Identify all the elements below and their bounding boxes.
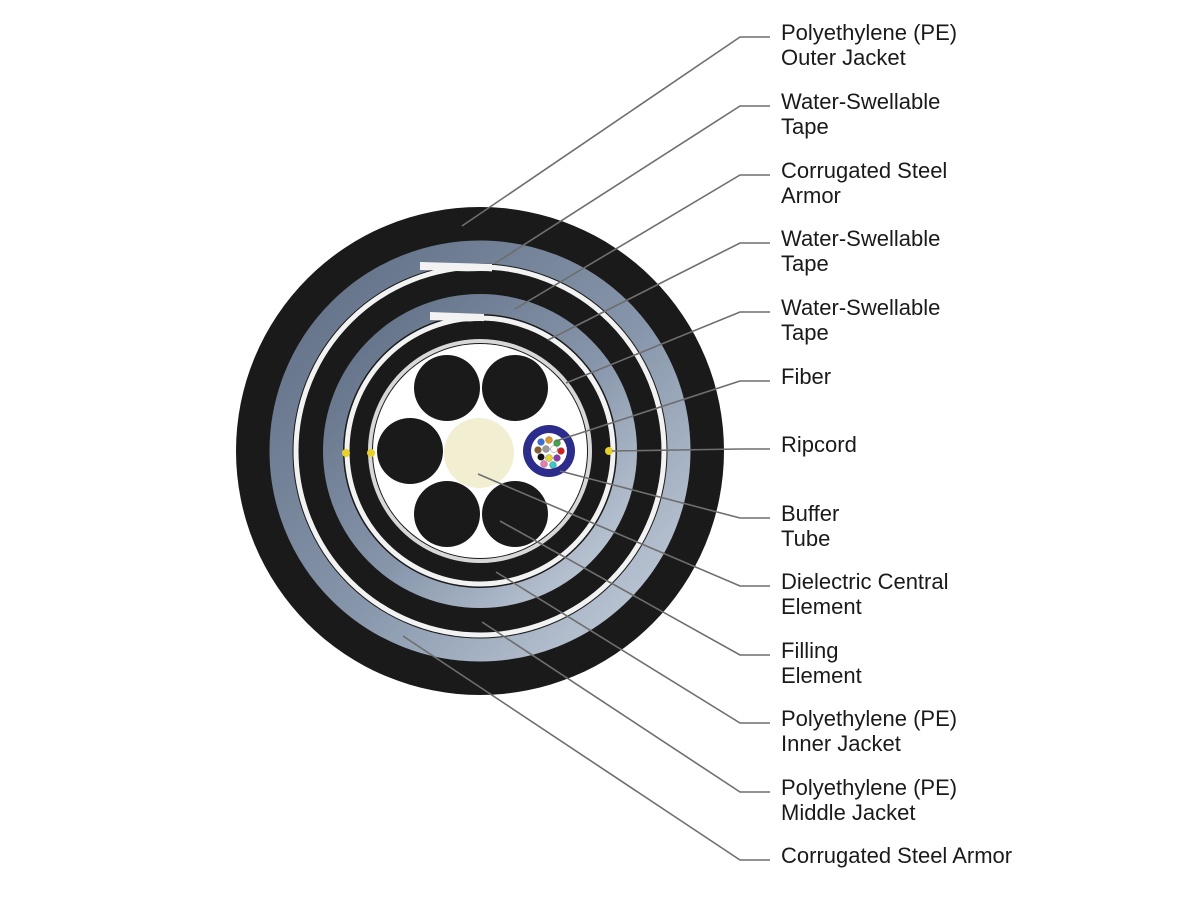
pe-inner-jacket-ring (350, 321, 610, 581)
fiber-strand-5 (542, 445, 550, 453)
fiber-strand-12 (549, 461, 557, 469)
filling-element-4 (414, 481, 480, 547)
filling-element-1 (414, 355, 480, 421)
ripcord-right (605, 447, 613, 455)
label-pe-inner-jacket: Polyethylene (PE)Inner Jacket (781, 706, 958, 756)
fiber-strand-2 (545, 436, 553, 444)
leader-line-pe-middle-jacket (481, 621, 770, 793)
filling-element-2 (482, 355, 548, 421)
label-pe-middle-jacket: Polyethylene (PE)Middle Jacket (781, 775, 958, 825)
tape-overlap-flap-outer (420, 262, 492, 272)
corrugated-steel-armor-outer-ring (269, 240, 691, 662)
leader-line-pe-inner-jacket (495, 571, 770, 724)
fiber-strand-11 (540, 460, 548, 468)
fiber-strand-4 (534, 446, 542, 454)
leader-line-fiber (555, 380, 770, 442)
label-fiber: Fiber (781, 364, 832, 389)
fiber-strand-1 (537, 438, 545, 446)
fiber-strand-9 (545, 454, 553, 462)
leader-line-water-swellable-tape-2 (547, 242, 770, 341)
fiber-strand-6 (550, 445, 558, 453)
leader-line-water-swellable-tape-3 (565, 311, 770, 384)
label-pe-outer-jacket: Polyethylene (PE)Outer Jacket (781, 20, 958, 70)
leader-line-corrugated-steel-armor-outer (402, 635, 770, 861)
dielectric-central-element (444, 418, 514, 488)
fiber-strand-3 (553, 439, 561, 447)
leader-line-ripcord (611, 448, 770, 452)
fiber-strand-8 (537, 453, 545, 461)
fiber-strand-7 (557, 447, 565, 455)
leader-line-filling-element (499, 520, 770, 656)
leader-line-water-swellable-tape-1 (493, 105, 770, 265)
tape-overlap-flap-inner (430, 312, 484, 322)
fiber-strand-10 (553, 454, 561, 462)
label-corrugated-steel-armor-outer: Corrugated Steel Armor (781, 843, 1013, 868)
label-ripcord: Ripcord (781, 432, 857, 457)
filling-element-5 (482, 481, 548, 547)
leader-line-buffer-tube (559, 470, 770, 519)
ripcord-left-inner (367, 449, 375, 457)
leader-line-corrugated-steel-armor-inner (514, 174, 770, 310)
leader-line-dielectric-central-element (477, 473, 770, 587)
filling-element-3 (377, 418, 443, 484)
ripcord-left (342, 449, 350, 457)
leader-line-pe-outer-jacket (461, 36, 770, 227)
